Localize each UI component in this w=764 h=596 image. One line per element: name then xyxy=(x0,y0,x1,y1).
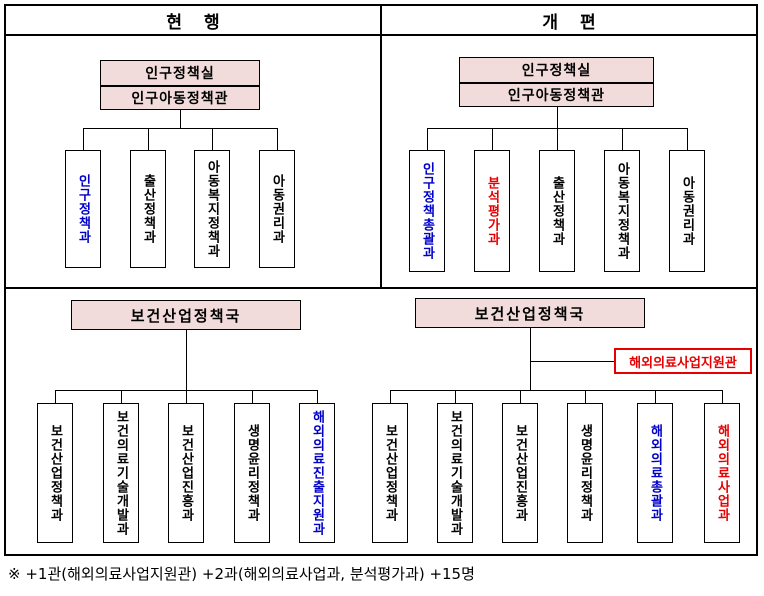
header-reform: 개 편 xyxy=(382,6,756,34)
division-box-label: 보건의료기술개발과 xyxy=(447,410,463,536)
division-box-label: 해외의료총괄과 xyxy=(647,424,663,522)
division-box: 생명윤리정책과 xyxy=(234,403,270,543)
division-box-label: 보건산업정책과 xyxy=(47,424,63,522)
division-box-label: 분석평가과 xyxy=(484,176,500,246)
connector-line xyxy=(622,128,623,150)
connector-line xyxy=(83,128,278,129)
division-box: 생명윤리정책과 xyxy=(567,403,603,543)
bureau-box: 인구아동정책관 xyxy=(100,86,260,110)
division-box-new: 해외의료사업과 xyxy=(704,403,740,543)
connector-line xyxy=(277,128,278,150)
connector-line xyxy=(390,390,722,391)
division-box: 아동복지정책과 xyxy=(194,150,230,268)
division-box: 보건의료기술개발과 xyxy=(103,403,139,543)
bureau-box-label: 인구아동정책관 xyxy=(507,88,606,104)
division-box-label: 해외의료진출지원과 xyxy=(309,410,325,536)
connector-line xyxy=(55,390,56,403)
division-box: 인구정책과 xyxy=(65,150,101,268)
division-box-label: 생명윤리정책과 xyxy=(244,424,260,522)
office-box-label: 보건산업정책국 xyxy=(130,306,242,325)
header-current-label: 현 행 xyxy=(166,12,228,33)
connector-line xyxy=(455,390,456,403)
connector-line xyxy=(530,361,614,362)
division-box-label: 출산정책과 xyxy=(140,174,156,244)
connector-line xyxy=(390,390,391,403)
division-box: 아동복지정책과 xyxy=(604,150,640,272)
division-box-label: 아동복지정책과 xyxy=(614,162,630,260)
division-box-label: 해외의료사업과 xyxy=(714,424,730,522)
office-box: 보건산업정책국 xyxy=(71,300,301,330)
division-box: 보건산업정책과 xyxy=(37,403,73,543)
connector-line xyxy=(83,128,84,150)
bureau-box-label: 인구아동정책관 xyxy=(131,91,229,107)
connector-line xyxy=(148,128,149,150)
division-box: 아동권리과 xyxy=(669,150,705,272)
division-box-new: 해외의료총괄과 xyxy=(637,403,673,543)
connector-line xyxy=(186,330,187,390)
office-box-label: 인구정책실 xyxy=(521,63,592,79)
division-box: 아동권리과 xyxy=(259,150,295,268)
division-box: 출산정책과 xyxy=(539,150,575,272)
connector-line xyxy=(722,390,723,403)
header-reform-label: 개 편 xyxy=(542,12,604,33)
header-current: 현 행 xyxy=(6,6,380,34)
connector-line xyxy=(252,390,253,403)
division-box: 보건산업정책과 xyxy=(372,403,408,543)
connector-line xyxy=(520,390,521,403)
division-box-label: 인구정책과 xyxy=(75,174,91,244)
division-box-label: 보건의료기술개발과 xyxy=(113,410,129,536)
division-box-label: 생명윤리정책과 xyxy=(577,424,593,522)
footnote: ※ +1관(해외의료사업지원관) +2과(해외의료사업과, 분석평가과) +15… xyxy=(8,565,475,583)
division-box-label: 보건산업진흥과 xyxy=(178,424,194,522)
chart-frame: 현 행 개 편 인구정책실 인구아동정책관 인구정책과 출산 xyxy=(4,4,758,556)
division-box: 보건산업진흥과 xyxy=(502,403,538,543)
division-box: 보건의료기술개발과 xyxy=(437,403,473,543)
division-box-new: 인구정책총괄과 xyxy=(409,150,445,272)
division-box-label: 아동복지정책과 xyxy=(204,160,220,258)
connector-line xyxy=(557,107,558,128)
connector-line xyxy=(585,390,586,403)
connector-line xyxy=(317,390,318,403)
division-box-label: 아동권리과 xyxy=(269,174,285,244)
connector-line xyxy=(180,110,181,128)
division-box-label: 보건산업진흥과 xyxy=(512,424,528,522)
connector-line xyxy=(557,128,558,150)
support-office-box-label: 해외의료사업지원관 xyxy=(629,355,737,371)
connector-line xyxy=(427,128,428,150)
connector-line xyxy=(121,390,122,403)
division-box: 출산정책과 xyxy=(130,150,166,268)
division-box: 해외의료진출지원과 xyxy=(299,403,335,543)
division-box: 보건산업진흥과 xyxy=(168,403,204,543)
division-box-new: 분석평가과 xyxy=(474,150,510,272)
connector-line xyxy=(186,390,187,403)
support-office-box: 해외의료사업지원관 xyxy=(614,348,752,374)
division-box-label: 아동권리과 xyxy=(679,176,695,246)
division-box-label: 인구정책총괄과 xyxy=(419,162,435,260)
connector-line xyxy=(212,128,213,150)
office-box: 인구정책실 xyxy=(100,60,260,86)
connector-line xyxy=(530,328,531,390)
divider-horizontal-middle xyxy=(6,287,756,289)
office-box-label: 인구정책실 xyxy=(145,66,215,82)
office-box: 인구정책실 xyxy=(459,57,654,83)
bureau-box: 인구아동정책관 xyxy=(459,83,654,107)
office-box: 보건산업정책국 xyxy=(415,298,645,328)
office-box-label: 보건산업정책국 xyxy=(474,304,586,323)
connector-line xyxy=(687,128,688,150)
division-box-label: 출산정책과 xyxy=(549,176,565,246)
division-box-label: 보건산업정책과 xyxy=(382,424,398,522)
connector-line xyxy=(655,390,656,403)
divider-vertical-center xyxy=(380,6,382,289)
connector-line xyxy=(492,128,493,150)
